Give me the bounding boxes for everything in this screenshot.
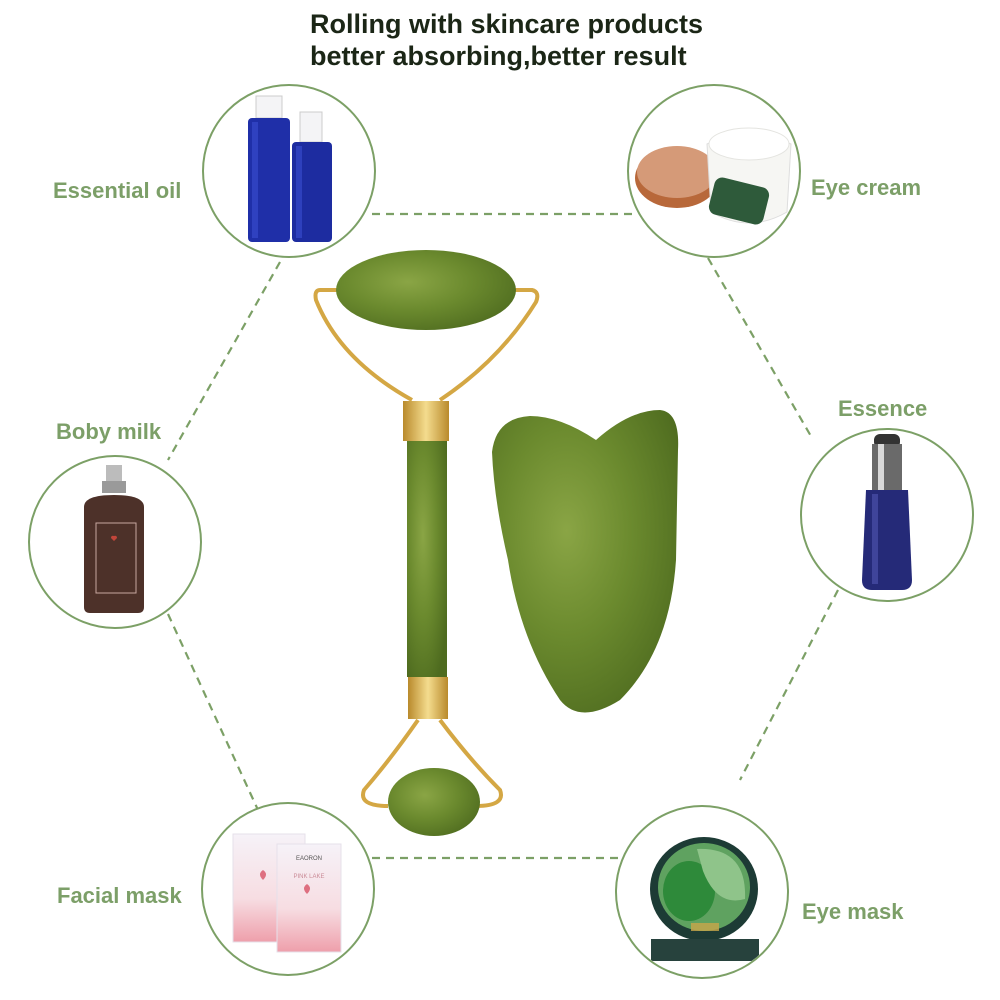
product-circle-boby-milk bbox=[28, 455, 202, 629]
gua-sha-stone bbox=[492, 410, 679, 713]
title-line-2: better absorbing,better result bbox=[310, 41, 687, 71]
svg-text:PINK LAKE: PINK LAKE bbox=[293, 874, 324, 880]
blue-bottles-icon bbox=[248, 95, 332, 242]
spray-bottle-icon bbox=[84, 465, 144, 613]
label-eye-cream: Eye cream bbox=[811, 175, 922, 200]
label-facial-mask: Facial mask bbox=[57, 883, 182, 908]
svg-text:EAORON: EAORON bbox=[296, 856, 322, 862]
product-circle-eye-mask bbox=[615, 805, 789, 979]
page-title: Rolling with skincare products better ab… bbox=[310, 8, 703, 72]
cream-jar-icon bbox=[635, 127, 792, 225]
jade-roller bbox=[313, 250, 540, 836]
product-circle-eye-cream bbox=[627, 84, 801, 258]
product-circle-facial-mask: EAORON PINK LAKE bbox=[201, 802, 375, 976]
sheet-mask-icon: EAORON PINK LAKE bbox=[232, 833, 342, 953]
label-boby-milk: Boby milk bbox=[56, 419, 162, 444]
product-circle-essential-oil bbox=[202, 84, 376, 258]
title-line-1: Rolling with skincare products bbox=[310, 9, 704, 39]
label-eye-mask: Eye mask bbox=[802, 899, 904, 924]
dropper-bottle-icon bbox=[862, 434, 912, 590]
eye-patch-jar-icon bbox=[650, 837, 759, 961]
label-essence: Essence bbox=[838, 396, 928, 421]
product-circle-essence bbox=[800, 428, 974, 602]
label-essential-oil: Essential oil bbox=[53, 178, 182, 203]
